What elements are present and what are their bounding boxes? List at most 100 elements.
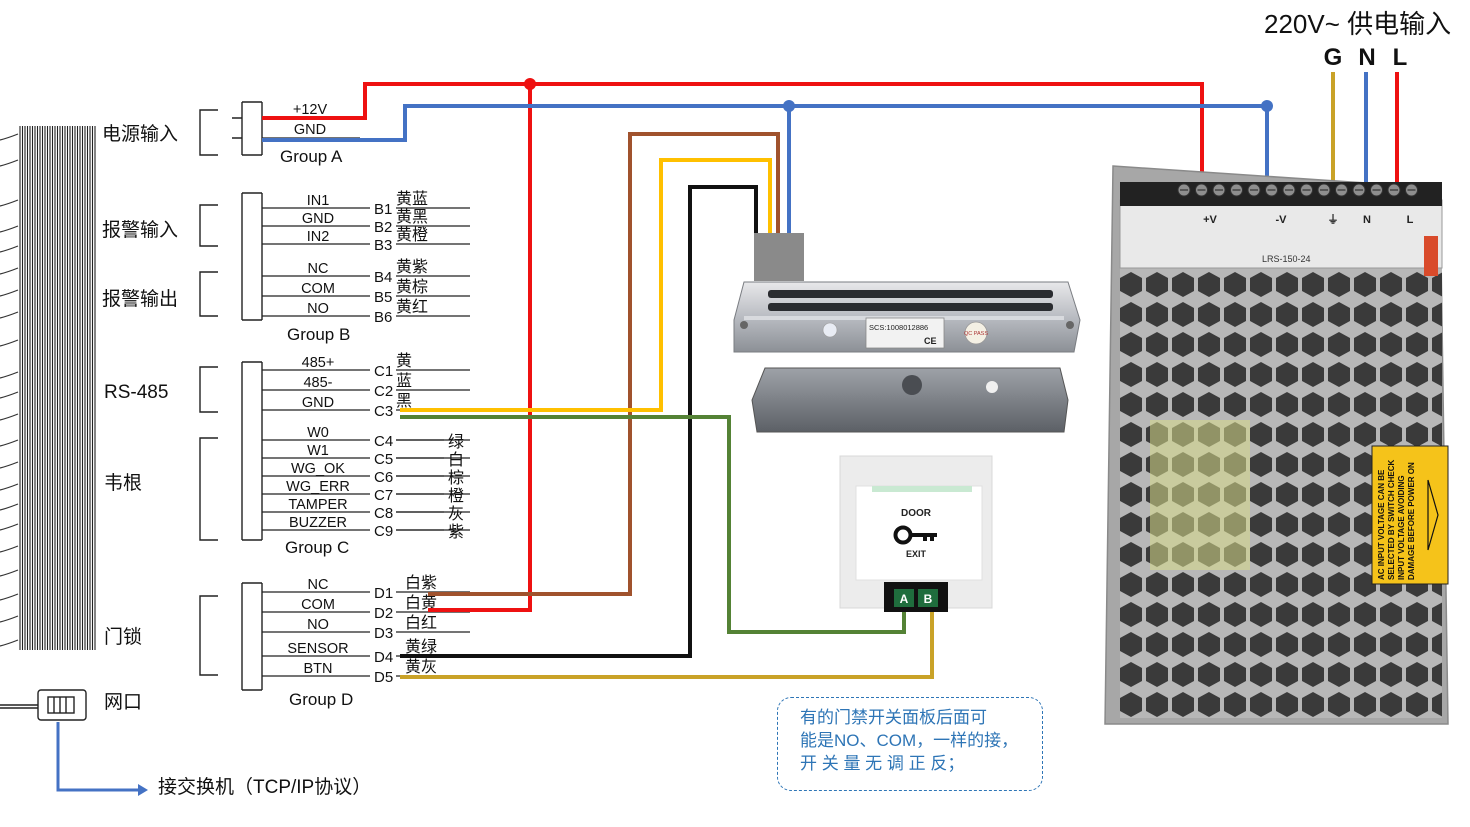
group-b-wire-color: 黄红: [396, 298, 428, 316]
group-b-wire-color: 黄蓝: [396, 190, 428, 208]
psu-label-plate: [1119, 199, 1443, 269]
group-b-pin: GND: [302, 211, 334, 227]
bundle-lead: [0, 133, 19, 141]
magnetic-lock: SCS:1008012886 CE QC PASS: [733, 233, 1081, 433]
maglock-cable-box: [754, 233, 804, 281]
group-c-port: C6: [374, 469, 393, 486]
bundle-lead: [0, 225, 19, 233]
group-c-pin: W0: [307, 425, 329, 441]
label-wiegand: 韦根: [104, 472, 142, 494]
connector-groups: [199, 101, 263, 691]
group-b-port: B6: [374, 309, 392, 326]
group-d-name: Group D: [289, 690, 353, 709]
group-d-pin: COM: [301, 597, 335, 613]
group-b-wire-color: 黄黑: [396, 208, 428, 226]
note-line-1: 有的门禁开关面板后面可: [800, 708, 987, 727]
group-b-pin: NC: [308, 261, 329, 277]
group-b-pin: NO: [307, 301, 329, 317]
psu-terminal-screws: [1177, 183, 1418, 197]
bundle-lead: [0, 413, 19, 421]
bundle-lead: [0, 483, 19, 491]
group-d-port: D4: [374, 649, 393, 666]
psu-warning-line-4: DAMAGE BEFORE POWER ON: [1407, 462, 1416, 580]
group-c-name: Group C: [285, 538, 349, 557]
bundle-lead: [0, 639, 19, 647]
psu-warning-label: AC INPUT VOLTAGE CAN BE SELECTED BY SWIT…: [1371, 445, 1449, 585]
group-b-wire-color: 黄紫: [396, 258, 428, 276]
network-arrow-head: [138, 784, 148, 796]
group-c-pin: WG_OK: [291, 461, 345, 477]
bundle-lead: [0, 339, 19, 347]
group-c-pin: 485-: [303, 375, 332, 391]
group-a-bracket: [199, 109, 218, 156]
group-c-port: C5: [374, 451, 393, 468]
group-c-wire-color: 灰: [448, 505, 464, 523]
psu-model: LRS-150-24: [1262, 254, 1311, 264]
group-d-port: D5: [374, 669, 393, 686]
group-d-wire-color: 黄绿: [405, 638, 437, 656]
group-d-wire-color: 黄灰: [405, 658, 437, 676]
exit-button: DOOR EXIT A B: [839, 455, 993, 612]
group-a-pin: +12V: [293, 102, 328, 118]
group-c-port: C9: [374, 523, 393, 540]
group-d-pin: BTN: [304, 661, 333, 677]
junction-blue-psu: [1261, 100, 1273, 112]
group-c-wire-color: 蓝: [396, 372, 412, 390]
mains-title: 220V~ 供电输入: [1264, 9, 1451, 39]
group-b-connector: [241, 192, 263, 321]
group-c-wire-color: 白: [448, 451, 464, 469]
network-arrow-line: [56, 722, 138, 792]
group-a-stubs: [232, 117, 242, 139]
psu-warning-line-3: INPUT VOLTAGE AVOIDING: [1397, 475, 1406, 580]
group-b-port: B5: [374, 289, 392, 306]
group-b-pin: IN2: [307, 229, 330, 245]
group-d-port: D1: [374, 585, 393, 602]
wire-green-c3: [400, 415, 906, 634]
label-door-lock: 门锁: [104, 626, 142, 648]
group-c-port: C4: [374, 433, 393, 450]
bundle-leads: [0, 133, 19, 647]
group-d-connector: [241, 582, 263, 691]
group-a-pin: GND: [294, 122, 326, 138]
group-c-pin: 485+: [302, 355, 335, 371]
wire-brown-d1: [428, 132, 780, 596]
exit-terminal-a: A: [900, 592, 909, 606]
group-c-brackets: [199, 366, 218, 541]
wire-gold-d5: [400, 612, 934, 679]
group-d-port: D3: [374, 625, 393, 642]
group-d-wire-color: 白黄: [405, 594, 437, 612]
bundle-wires: [19, 126, 96, 650]
group-c-pin: W1: [307, 443, 329, 459]
group-c-connector: [241, 361, 263, 541]
rj45-port-icon: [0, 689, 87, 721]
group-b-pin: COM: [301, 281, 335, 297]
bundle-lead: [0, 159, 19, 167]
group-c-wire-color: 绿: [448, 433, 464, 451]
group-c-wire-color: 棕: [448, 469, 464, 487]
bundle-lead: [0, 523, 19, 531]
group-a-connector: [241, 101, 263, 156]
junction-red: [524, 78, 536, 90]
label-alarm-output: 报警输出: [102, 288, 178, 310]
psu-terminal-ground: ⏚: [1328, 213, 1339, 226]
note-line-3: 开 关 量 无 调 正 反；: [800, 754, 965, 773]
exit-button-exit: EXIT: [906, 549, 927, 559]
note-box: 有的门禁开关面板后面可 能是NO、COM，一样的接， 开 关 量 无 调 正 反…: [777, 697, 1043, 791]
group-d-pin: SENSOR: [287, 641, 348, 657]
psu-terminal-v-minus: -V: [1276, 214, 1288, 226]
bundle-lead: [0, 289, 19, 297]
bundle-lead: [0, 503, 19, 511]
bundle-lead: [0, 311, 19, 319]
group-a-name: Group A: [280, 147, 343, 166]
wire-red-12v: [262, 82, 1204, 186]
bundle-lead: [0, 593, 19, 601]
group-c-wire-color: 橙: [448, 487, 464, 505]
maglock-label: SCS:1008012886: [869, 323, 928, 332]
bundle-lead: [0, 245, 19, 253]
maglock-ce: CE: [924, 336, 937, 346]
group-b-port: B4: [374, 269, 392, 286]
bundle-lead: [0, 461, 19, 469]
psu-terminal-l: L: [1407, 214, 1414, 226]
group-c-port: C1: [374, 363, 393, 380]
